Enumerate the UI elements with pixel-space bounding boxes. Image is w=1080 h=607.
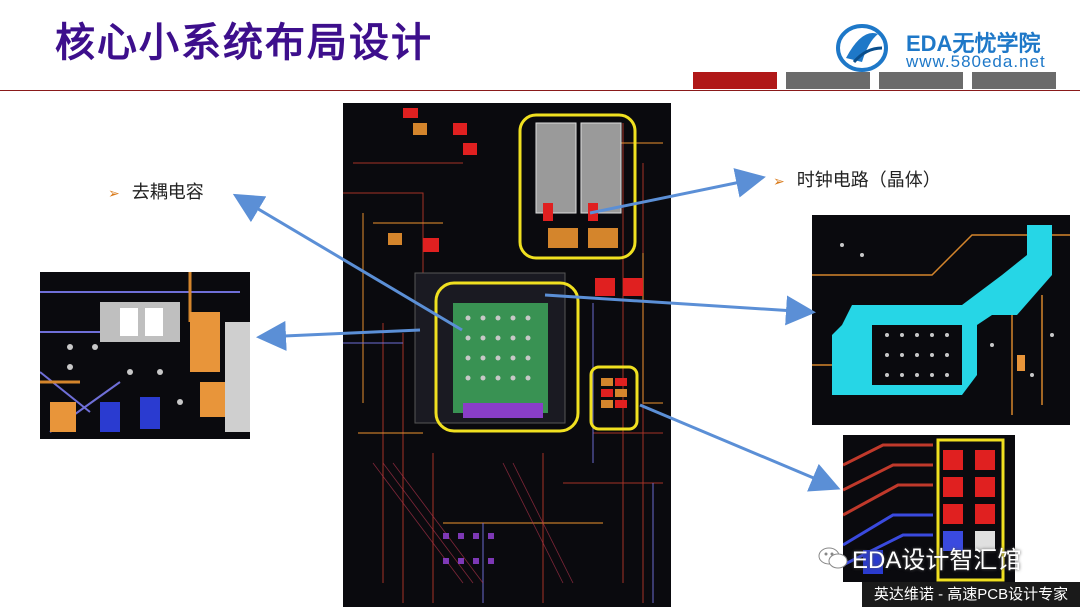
gray-bar	[972, 72, 1056, 89]
bullet-arrow-icon: ➢	[108, 186, 120, 202]
footer-banner: 英达维诺 - 高速PCB设计专家	[862, 582, 1080, 607]
header-divider	[0, 90, 1080, 91]
arrow-to-decoupling-zoom	[256, 320, 421, 351]
pcb-layout-main	[343, 103, 671, 607]
decoupling-zoom-image	[40, 272, 250, 439]
component-zoom-image	[843, 435, 1015, 582]
decoupling-label: ➢ 去耦电容	[108, 178, 204, 204]
brand-name: EDA无忧学院	[906, 31, 1041, 56]
accent-bar	[693, 72, 777, 89]
clock-text: 时钟电路（晶体）	[796, 170, 941, 191]
arrow-to-clock-label	[589, 168, 766, 215]
arrow-to-decoupling-label	[232, 193, 463, 332]
arrow-to-component-zoom	[639, 403, 841, 492]
clock-label: ➢ 时钟电路（晶体）	[773, 166, 941, 192]
wechat-icon	[818, 547, 848, 568]
watermark-text: EDA设计智汇馆	[852, 547, 1022, 574]
decoupling-text: 去耦电容	[131, 182, 204, 203]
clock-zoom-image	[812, 215, 1070, 425]
bullet-arrow-icon: ➢	[773, 174, 785, 190]
arrow-to-clock-zoom	[544, 293, 816, 326]
gray-bar	[786, 72, 870, 89]
watermark: EDA设计智汇馆	[818, 540, 1021, 575]
brand-url: www.580eda.net	[906, 52, 1046, 71]
gray-bar	[879, 72, 963, 89]
page-title: 核心小系统布局设计	[55, 19, 433, 66]
eda-logo-icon	[836, 24, 888, 72]
